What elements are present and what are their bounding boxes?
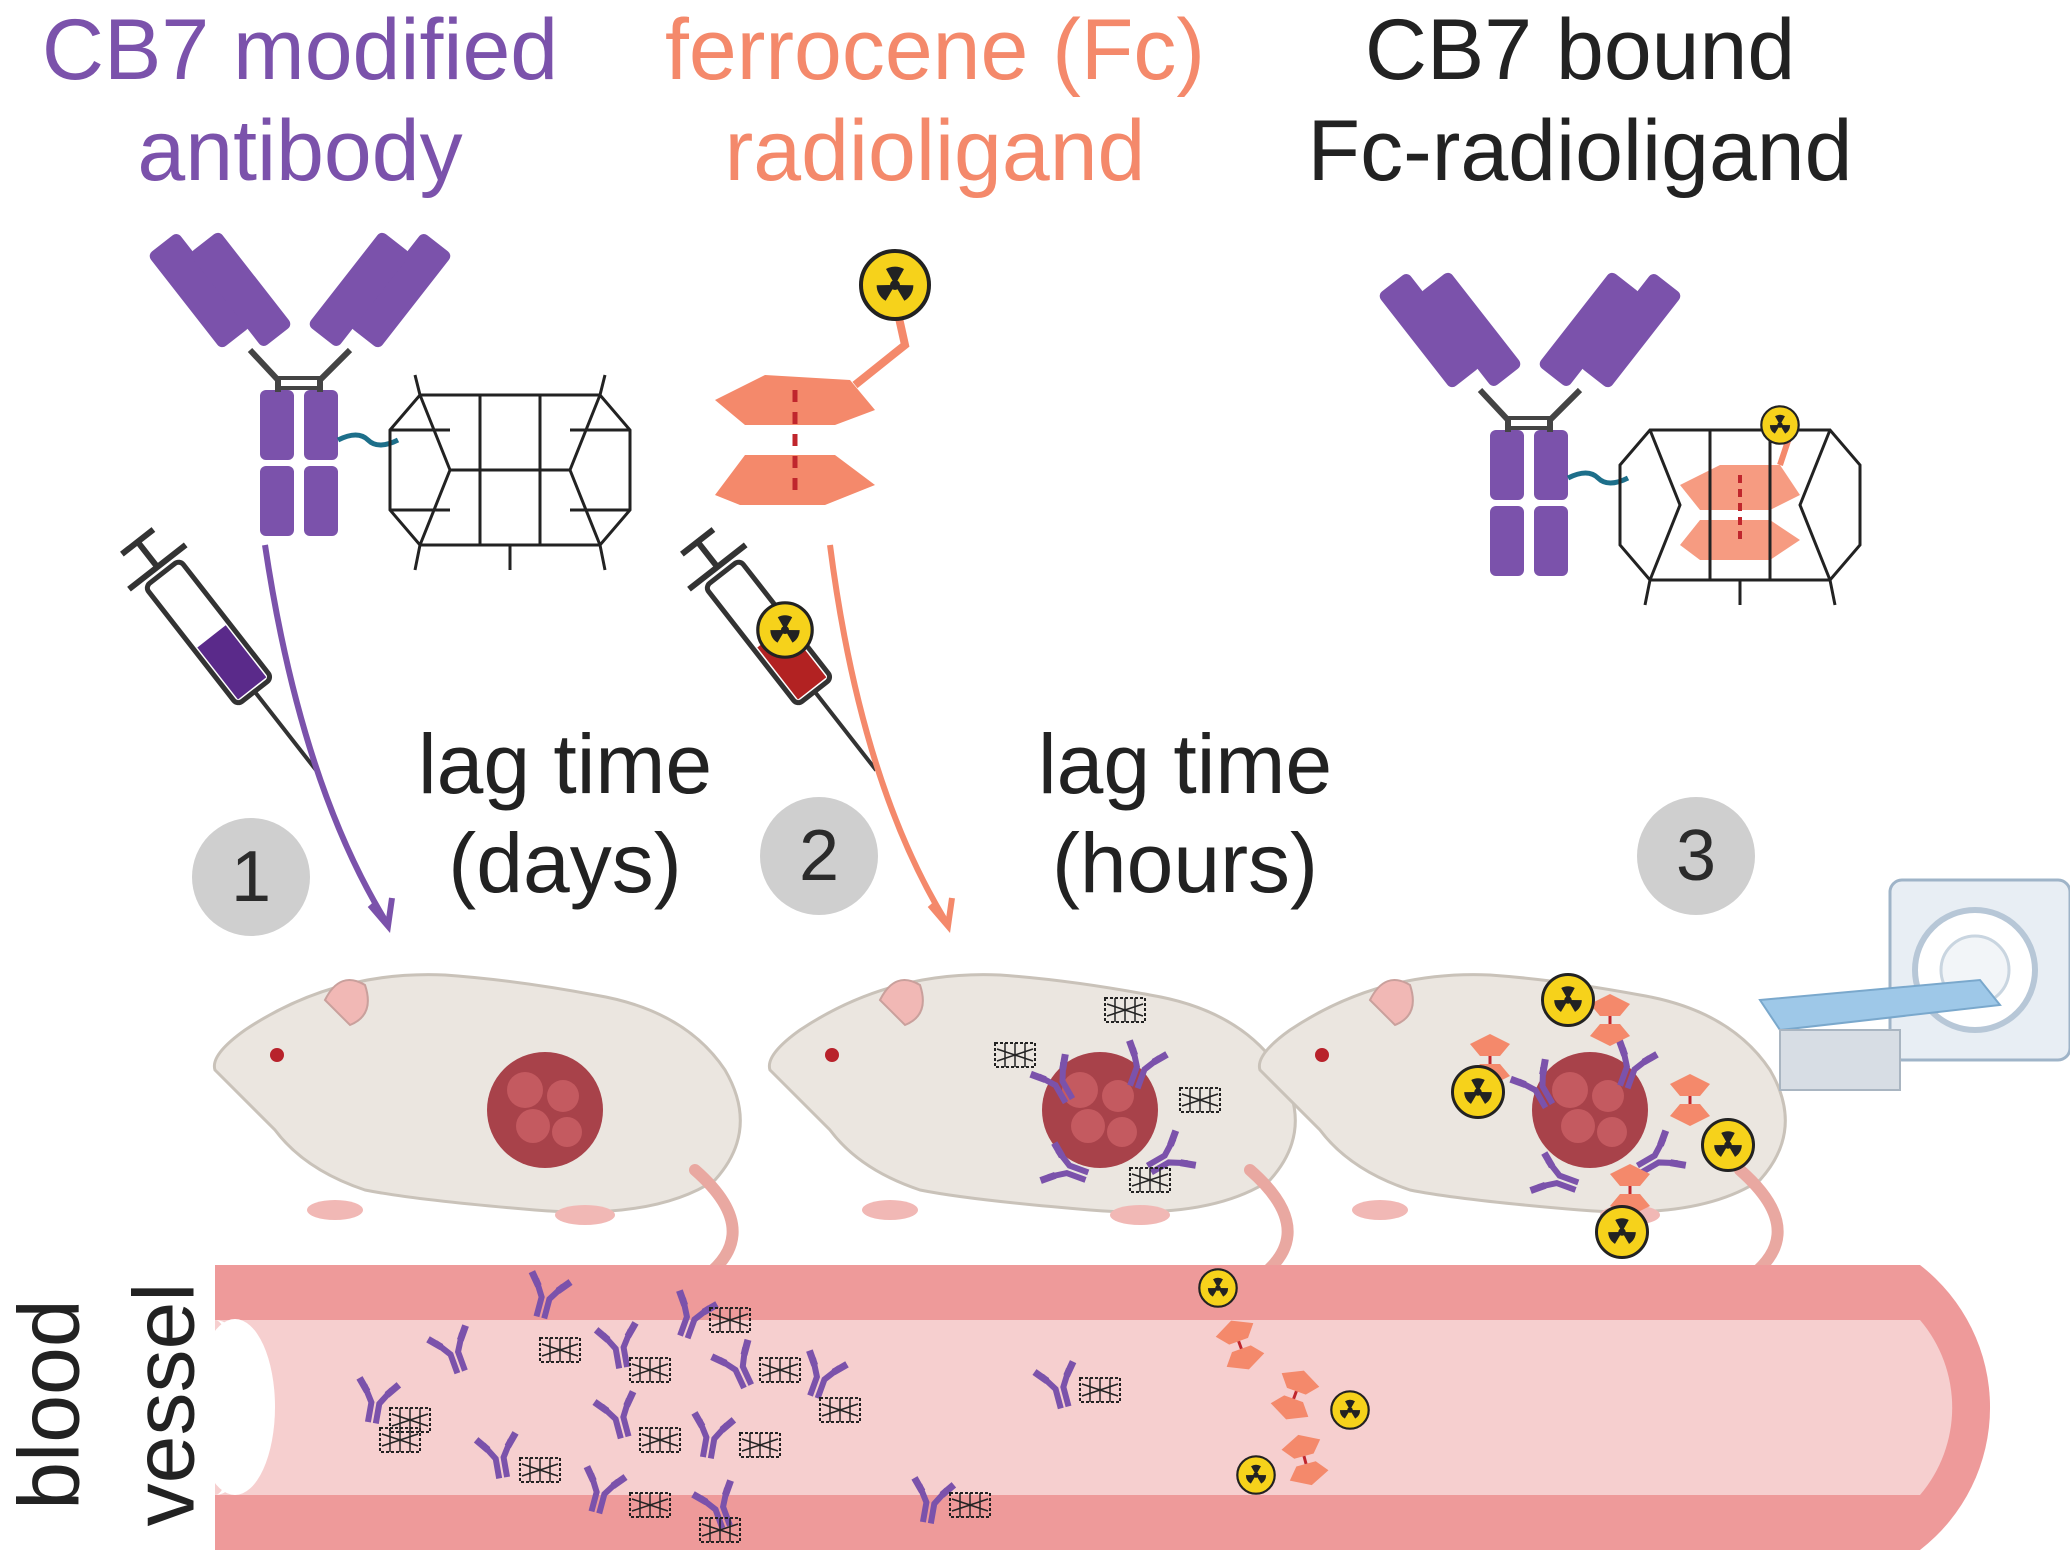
tumor-icon bbox=[487, 1052, 603, 1168]
step-3-badge: 3 bbox=[1637, 797, 1755, 915]
linker bbox=[336, 432, 400, 448]
vessel-label-line2: vessel bbox=[116, 1282, 213, 1527]
vessel-label-line1: blood bbox=[1, 1299, 98, 1510]
ligand-title: ferrocene (Fc) radioligand bbox=[625, 0, 1245, 203]
lag-days-label: lag time (days) bbox=[370, 715, 760, 913]
mouse-icon bbox=[214, 975, 740, 1310]
tumor-icon bbox=[1532, 1052, 1648, 1168]
antibody-title-line2: antibody bbox=[137, 103, 463, 200]
radiation-icon bbox=[1701, 1118, 1755, 1172]
radiation-icon bbox=[1760, 405, 1800, 445]
lag-days-line1: lag time bbox=[417, 717, 713, 811]
cb7-antibody-icon bbox=[1377, 270, 1682, 576]
blood-vessel-icon bbox=[195, 1265, 1991, 1550]
ligand-title-line2: radioligand bbox=[724, 103, 1146, 200]
arrow-antibody bbox=[262, 544, 395, 933]
bound-title-line1: CB7 bound bbox=[1364, 2, 1796, 98]
ligand-title-line1: ferrocene (Fc) bbox=[664, 2, 1206, 98]
lag-hours-label: lag time (hours) bbox=[985, 715, 1385, 913]
mouse-icon bbox=[769, 975, 1295, 1310]
bound-title: CB7 bound Fc-radioligand bbox=[1260, 0, 1900, 203]
antibody-title-line1: CB7 modified bbox=[41, 2, 559, 98]
lag-days-line2: (days) bbox=[448, 816, 682, 911]
radiation-icon bbox=[1595, 1205, 1649, 1259]
linker bbox=[1566, 470, 1630, 486]
antibody-title: CB7 modified antibody bbox=[0, 0, 600, 203]
step-2-badge: 2 bbox=[760, 797, 878, 915]
lag-hours-line1: lag time bbox=[1037, 717, 1333, 811]
bound-complex-icon bbox=[1618, 413, 1862, 606]
bound-title-line2: Fc-radioligand bbox=[1307, 103, 1853, 200]
cb7-antibody-icon bbox=[147, 230, 452, 536]
radiation-icon bbox=[1451, 1065, 1505, 1119]
radiation-icon bbox=[1541, 973, 1595, 1027]
cucurbituril-cage-icon bbox=[388, 374, 632, 571]
step-1-badge: 1 bbox=[192, 818, 310, 936]
pet-scanner-icon bbox=[1758, 878, 2070, 1091]
radiation-icon bbox=[756, 601, 814, 659]
syringe-icon bbox=[120, 527, 318, 772]
radiation-icon bbox=[859, 249, 931, 321]
arrow-ligand bbox=[827, 544, 955, 933]
ferrocene-radioligand-icon bbox=[715, 299, 910, 505]
lag-hours-line2: (hours) bbox=[1051, 816, 1319, 911]
